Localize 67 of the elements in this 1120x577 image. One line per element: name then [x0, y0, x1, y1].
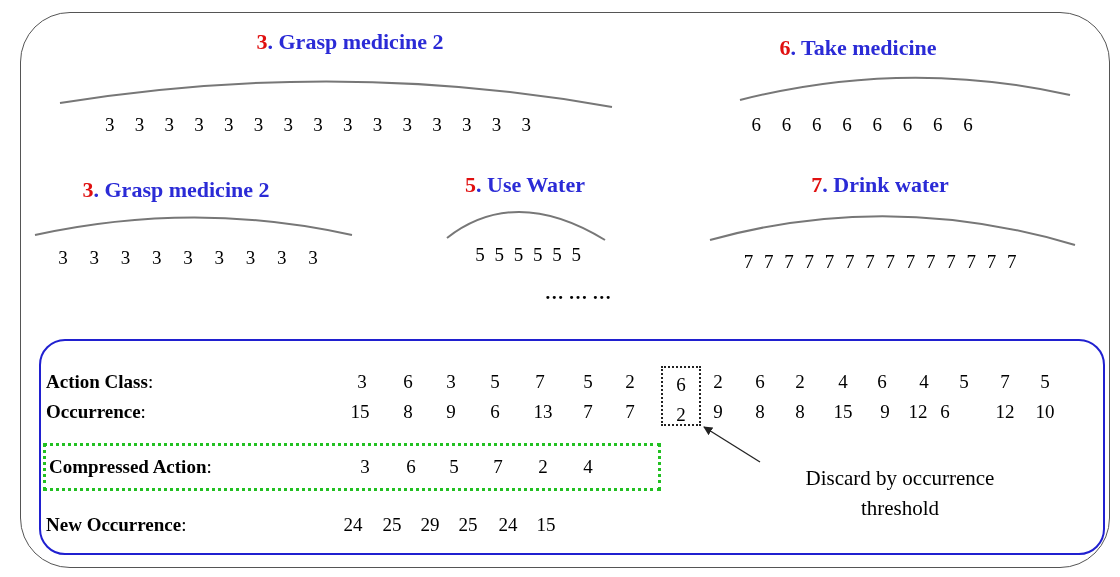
- row-header: Compressed Action:: [49, 456, 212, 478]
- table-value: 8: [403, 401, 413, 423]
- table-value: 25: [458, 514, 478, 536]
- table-value: 6: [403, 371, 413, 393]
- frame-sequence: 5 5 5 5 5 5: [475, 244, 581, 266]
- table-value: 8: [755, 401, 765, 423]
- table-value: 8: [795, 401, 805, 423]
- action-title: 3. Grasp medicine 2: [256, 31, 444, 53]
- ellipsis: … … …: [544, 282, 612, 304]
- table-value: 7: [625, 401, 635, 423]
- arrow: [703, 426, 761, 463]
- table-value: 10: [1035, 401, 1055, 423]
- table-value: 5: [490, 371, 500, 393]
- table-value: 9: [713, 401, 723, 423]
- row-header: Occurrence:: [46, 401, 146, 423]
- frame-sequence: 7 7 7 7 7 7 7 7 7 7 7 7 7 7: [743, 251, 1017, 273]
- value-text: 5: [449, 456, 459, 478]
- value-text: 6: [676, 374, 686, 396]
- discarded-box: [661, 366, 701, 426]
- value-text: 4: [583, 456, 593, 478]
- table-value: 2: [713, 371, 723, 393]
- value-text: 7: [493, 456, 503, 478]
- table-value: 5: [959, 371, 969, 393]
- table-value: 15: [350, 401, 370, 423]
- table-value: 24: [343, 514, 363, 536]
- outer-panel: [20, 12, 1110, 568]
- frame-sequence: 6 6 6 6 6 6 6 6: [751, 114, 973, 136]
- table-value: 9: [880, 401, 890, 423]
- table-value: 3: [357, 371, 367, 393]
- table-value: 6: [755, 371, 765, 393]
- value-text: 3: [360, 456, 370, 478]
- table-value: 6: [877, 371, 887, 393]
- table-value: 7: [535, 371, 545, 393]
- action-title: 7. Drink water: [811, 174, 949, 196]
- table-value: 6: [940, 401, 950, 423]
- table-value: 4: [919, 371, 929, 393]
- table-panel: [39, 339, 1105, 555]
- table-value: 24: [498, 514, 518, 536]
- row-header: Action Class:: [46, 371, 154, 393]
- value-text: 2: [538, 456, 548, 478]
- table-value: 2: [625, 371, 635, 393]
- frame-sequence: 3 3 3 3 3 3 3 3 3: [58, 247, 318, 269]
- row-header: New Occurrence:: [46, 514, 187, 536]
- table-value: 3: [446, 371, 456, 393]
- value-text: 6: [406, 456, 416, 478]
- table-value: 7: [1000, 371, 1010, 393]
- table-value: 6: [490, 401, 500, 423]
- highlight-box: [43, 443, 661, 491]
- table-value: 2: [795, 371, 805, 393]
- table-value: 15: [536, 514, 556, 536]
- action-title: 5. Use Water: [465, 174, 585, 196]
- table-value: 25: [382, 514, 402, 536]
- table-value: 12: [995, 401, 1015, 423]
- action-title: 3. Grasp medicine 2: [82, 179, 270, 201]
- table-value: 13: [533, 401, 553, 423]
- table-value: 29: [420, 514, 440, 536]
- table-value: 5: [583, 371, 593, 393]
- table-value: 5: [1040, 371, 1050, 393]
- frame-sequence: 3 3 3 3 3 3 3 3 3 3 3 3 3 3 3: [105, 114, 531, 136]
- value-text: 2: [676, 404, 686, 426]
- action-title: 6. Take medicine: [779, 37, 937, 59]
- table-value: 4: [838, 371, 848, 393]
- table-value: 7: [583, 401, 593, 423]
- table-value: 12: [908, 401, 928, 423]
- table-value: 9: [446, 401, 456, 423]
- annotation-text: Discard by occurrence threshold: [804, 465, 996, 522]
- table-value: 15: [833, 401, 853, 423]
